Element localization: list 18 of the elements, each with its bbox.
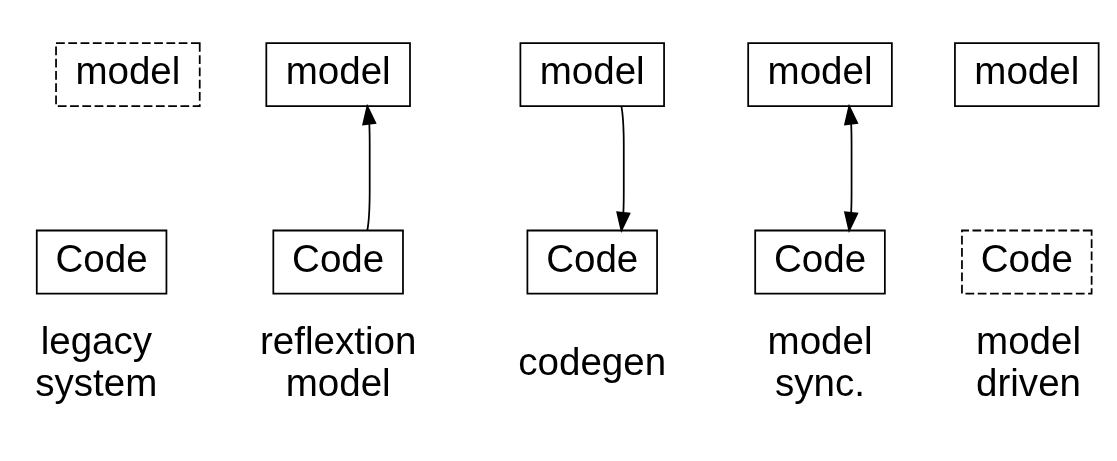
node-label: model driven xyxy=(976,319,1082,405)
node-box: Code xyxy=(272,229,404,295)
node-box: Code xyxy=(961,229,1093,295)
node-label: reflextion model xyxy=(259,319,417,405)
node-label: codegen xyxy=(518,340,667,384)
arrow xyxy=(843,103,859,233)
node-box: Code xyxy=(526,229,658,295)
arrow xyxy=(616,105,631,233)
node-box: Code xyxy=(754,229,886,295)
node-box: model xyxy=(519,42,665,107)
node-box: model xyxy=(55,42,201,107)
node-label: model sync. xyxy=(767,319,873,405)
node-box: model xyxy=(747,42,893,107)
node-box: model xyxy=(265,42,411,107)
node-label: legacy system xyxy=(35,319,158,405)
arrow xyxy=(362,103,377,232)
node-box: model xyxy=(954,42,1100,107)
node-box: Code xyxy=(35,229,168,295)
